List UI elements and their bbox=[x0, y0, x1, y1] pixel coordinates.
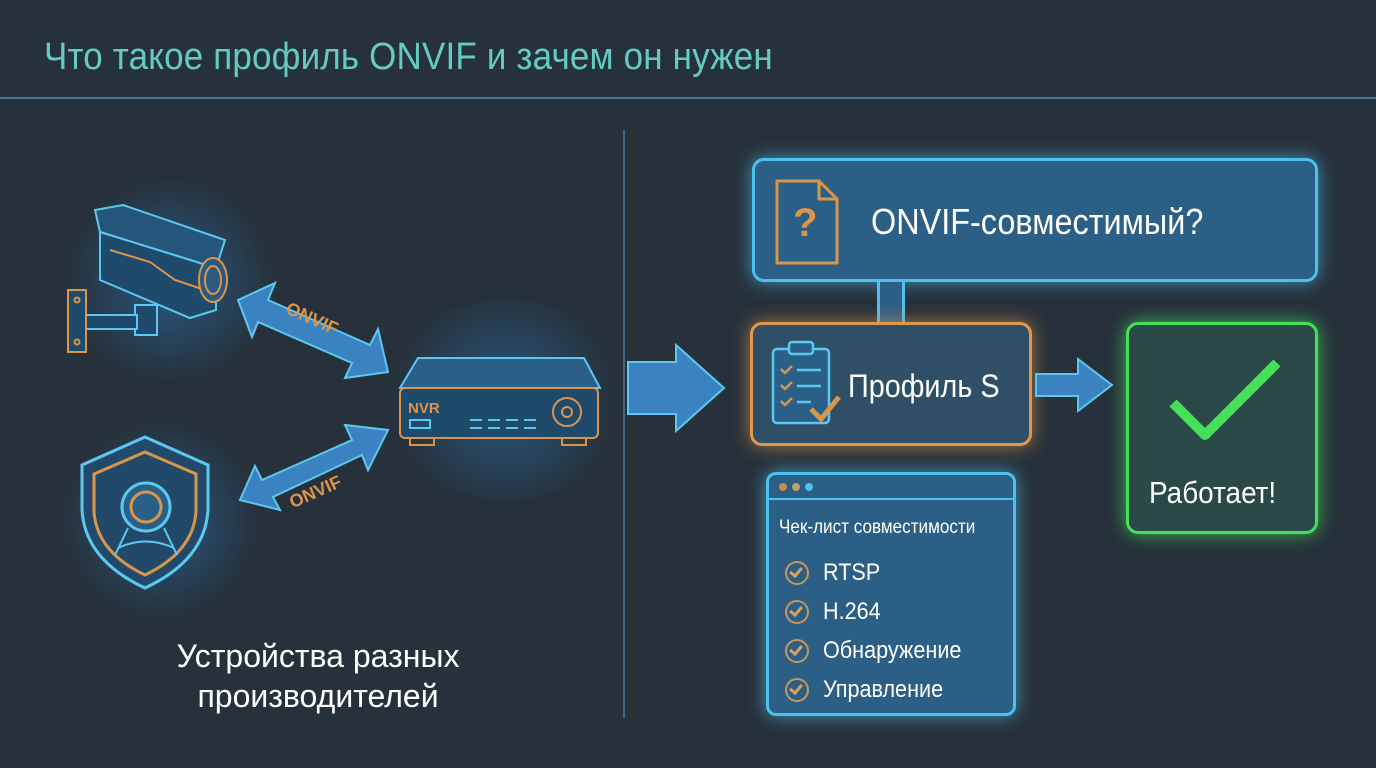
window-titlebar-divider bbox=[769, 498, 1013, 500]
devices-caption: Устройства разных производителей bbox=[118, 636, 518, 716]
onvif-double-arrow-bottom[interactable] bbox=[238, 423, 390, 512]
check-circle-icon bbox=[785, 638, 809, 663]
flow-arrow-main bbox=[627, 342, 726, 434]
checklist-item-label: RTSP bbox=[823, 558, 881, 586]
onvif-double-arrow-top[interactable] bbox=[236, 281, 390, 380]
profile-label: Профиль S bbox=[848, 368, 1000, 404]
caption-line-1: Устройства разных bbox=[176, 638, 460, 674]
window-dots bbox=[779, 483, 813, 491]
checklist-items: RTSP H.264 Обнаружение Управление bbox=[785, 553, 977, 709]
caption-line-2: производителей bbox=[197, 678, 439, 714]
result-box: Работает! bbox=[1126, 322, 1318, 534]
nvr-label: NVR bbox=[408, 400, 440, 417]
check-circle-icon bbox=[785, 599, 809, 624]
checklist-item: Управление bbox=[785, 670, 977, 709]
cctv-camera-icon bbox=[67, 203, 228, 353]
question-box: ? ONVIF-совместимый? bbox=[752, 158, 1318, 282]
clipboard-check-icon bbox=[771, 340, 841, 425]
question-text: ONVIF-совместимый? bbox=[871, 201, 1204, 242]
checklist-item: Обнаружение bbox=[785, 631, 977, 670]
title-divider bbox=[0, 97, 1376, 99]
checklist-item-label: Обнаружение bbox=[823, 636, 962, 664]
checklist-window: Чек-лист совместимости RTSP H.264 Обнару… bbox=[766, 472, 1016, 716]
connector bbox=[877, 282, 905, 324]
page-title: Что такое профиль ONVIF и зачем он нужен bbox=[44, 36, 773, 78]
checklist-title: Чек-лист совместимости bbox=[779, 517, 976, 538]
check-circle-icon bbox=[785, 560, 809, 585]
left-diagram: ONVIF ONVIF NVR bbox=[67, 203, 602, 590]
shield-camera-icon bbox=[80, 435, 210, 590]
section-divider bbox=[623, 130, 625, 718]
nvr-device-icon bbox=[398, 357, 602, 446]
check-circle-icon bbox=[785, 677, 809, 702]
question-mark: ? bbox=[793, 201, 818, 245]
flow-arrow-result bbox=[1035, 356, 1114, 414]
checklist-item: RTSP bbox=[785, 553, 977, 592]
profile-s-box: Профиль S bbox=[750, 322, 1032, 446]
checklist-item: H.264 bbox=[785, 592, 977, 631]
result-label: Работает! bbox=[1149, 475, 1277, 510]
document-question-icon bbox=[775, 179, 839, 265]
checklist-item-label: H.264 bbox=[823, 597, 881, 625]
checklist-item-label: Управление bbox=[823, 675, 944, 703]
checkmark-icon bbox=[1169, 359, 1281, 440]
